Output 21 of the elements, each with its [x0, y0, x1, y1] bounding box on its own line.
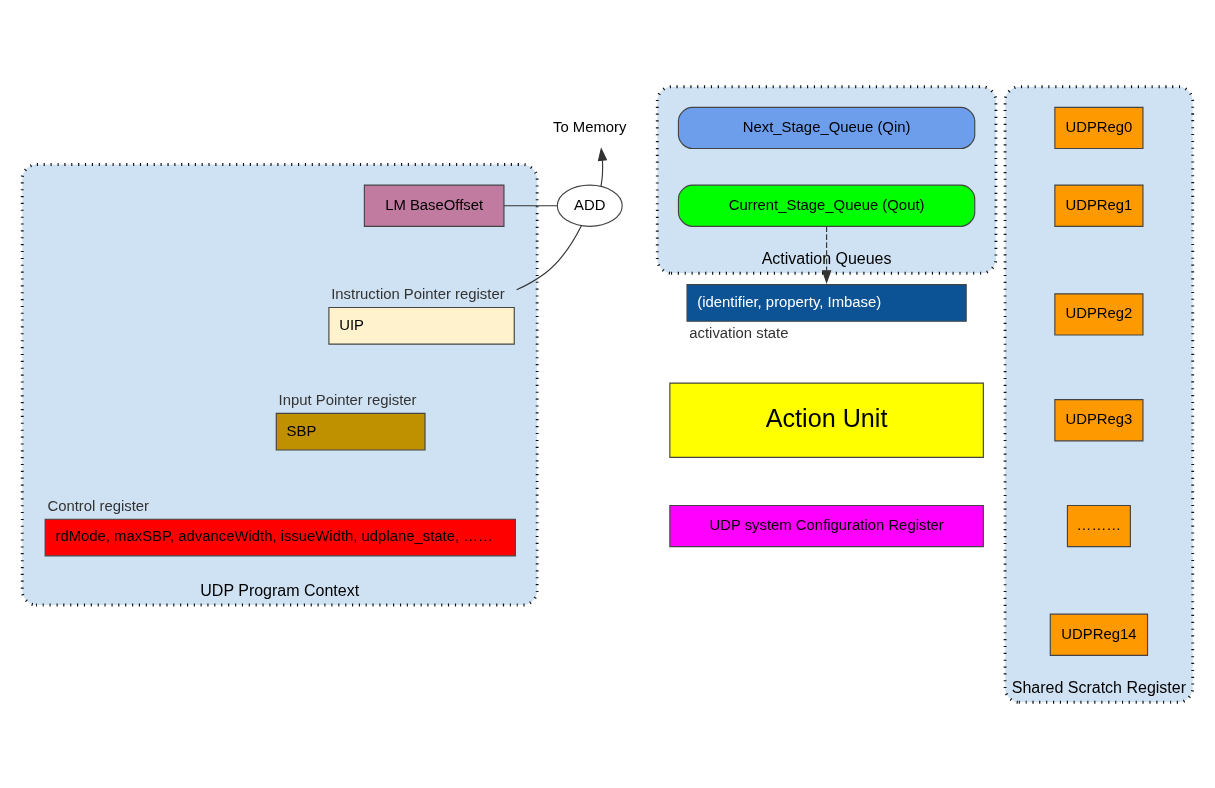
node-box: UDPReg1 — [1054, 184, 1144, 227]
node-label: Instruction Pointer register — [331, 285, 505, 302]
node-label: activation state — [689, 324, 789, 341]
node-box: ……… — [1066, 504, 1131, 547]
node-box: LM BaseOffset — [363, 184, 505, 227]
node-box: UDPReg2 — [1054, 292, 1144, 336]
node-label: Control register — [47, 497, 150, 514]
connector — [503, 204, 558, 206]
arrow — [597, 146, 608, 187]
node-ellipse: ADD — [556, 184, 623, 227]
node-label: Input Pointer register — [278, 391, 417, 408]
node-box: Next_Stage_Queue (Qin) — [677, 106, 976, 149]
node-box: UDPReg14 — [1049, 613, 1149, 656]
arrow — [821, 225, 832, 284]
node-box: Action Unit — [669, 382, 984, 458]
node-box: Current_Stage_Queue (Qout) — [677, 184, 976, 227]
node-box: UDP system Configuration Register — [669, 504, 984, 547]
node-box: UDPReg3 — [1054, 398, 1144, 441]
node-box: UDPReg0 — [1054, 106, 1144, 149]
node-text: To Memory — [553, 118, 627, 135]
connector — [516, 224, 582, 290]
